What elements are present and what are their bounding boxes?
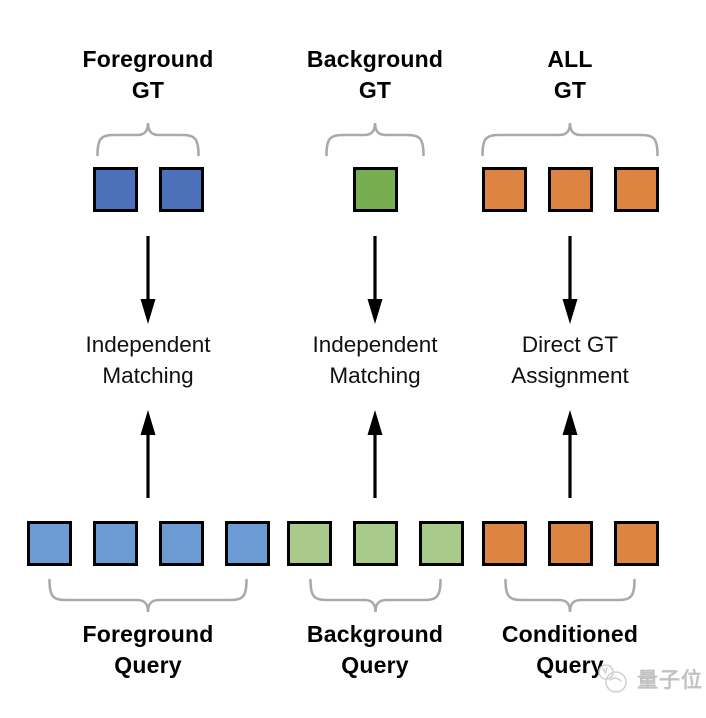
foreground-gt-title-line2: GT [131,77,165,103]
all-gt-squares-row [481,167,659,212]
all-gt-square [613,167,659,212]
foreground-gt-title-line1: Foreground [82,46,214,72]
conditioned-query-title-line1: Conditioned [501,621,639,647]
background-query-square [352,521,398,566]
conditioned-query-square [481,521,527,566]
all-gt-title-line2: GT [553,77,587,103]
all-process-line2: Assignment [511,363,629,388]
foreground-query-square [26,521,72,566]
foreground-query-title: Foreground Query [82,619,213,681]
foreground-gt-square [92,167,138,212]
up-arrow-icon [140,410,156,498]
background-gt-title: Background GT [307,44,443,106]
foreground-gt-title: Foreground GT [82,44,213,106]
foreground-query-title-line2: Query [114,652,182,678]
background-gt-title-line2: GT [358,77,392,103]
background-gt-brace-icon [325,122,425,157]
background-query-squares-row [286,521,464,566]
watermark: 量子位 [594,660,703,698]
conditioned-query-title-line2: Query [536,652,604,678]
conditioned-query-square [547,521,593,566]
all-gt-square [481,167,527,212]
foreground-process-line2: Matching [102,363,194,388]
background-query-square [286,521,332,566]
down-arrow-icon [367,236,383,324]
background-gt-title-line1: Background [306,46,444,72]
foreground-query-squares-row [26,521,270,566]
background-gt-squares-row [352,167,398,212]
all-gt-square [547,167,593,212]
background-process-label: Independent Matching [312,329,437,391]
foreground-process-line1: Independent [85,332,211,357]
foreground-query-square [224,521,270,566]
all-gt-brace-icon [481,122,659,157]
background-query-title: Background Query [307,619,443,681]
watermark-text: 量子位 [637,669,703,692]
foreground-query-square [92,521,138,566]
foreground-query-square [158,521,204,566]
all-process-label: Direct GT Assignment [511,329,629,391]
column-all: ALL GT Direct GT Assignment [440,0,700,718]
background-query-title-line2: Query [341,652,409,678]
foreground-gt-square [158,167,204,212]
foreground-query-title-line1: Foreground [82,621,214,647]
up-arrow-icon [367,410,383,498]
foreground-process-label: Independent Matching [85,329,210,391]
foreground-query-brace-icon [48,578,248,613]
conditioned-query-square [613,521,659,566]
background-process-line2: Matching [329,363,421,388]
column-foreground: Foreground GT Independent Matching [18,0,278,718]
background-query-brace-icon [308,578,442,613]
all-gt-title: ALL GT [547,44,592,106]
all-gt-title-line1: ALL [547,46,593,72]
background-query-title-line1: Background [306,621,444,647]
background-gt-square [352,167,398,212]
up-arrow-icon [562,410,578,498]
all-process-line1: Direct GT [521,332,619,357]
qbitai-chick-logo-icon [598,664,627,693]
down-arrow-icon [140,236,156,324]
conditioned-query-brace-icon [504,578,636,613]
conditioned-query-squares-row [481,521,659,566]
conditioned-query-title: Conditioned Query [502,619,638,681]
foreground-gt-squares-row [92,167,204,212]
background-query-square [418,521,464,566]
column-background: Background GT Independent Matching [245,0,505,718]
background-process-line1: Independent [312,332,438,357]
foreground-gt-brace-icon [96,122,200,157]
down-arrow-icon [562,236,578,324]
